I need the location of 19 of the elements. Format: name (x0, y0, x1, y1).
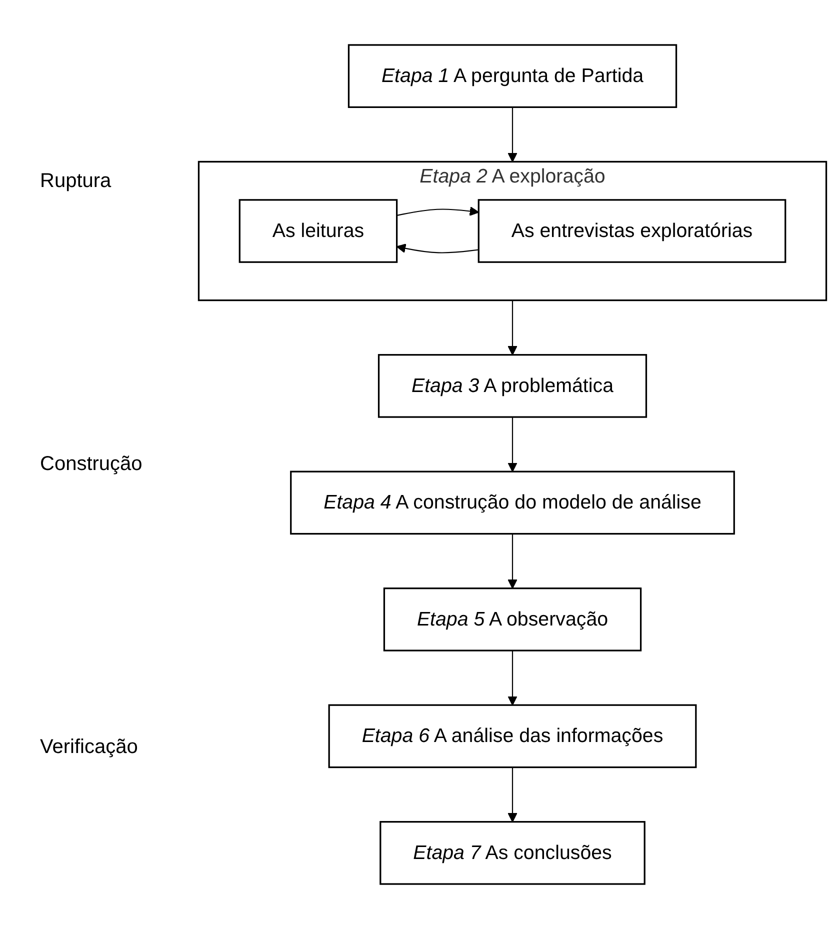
node-box: Etapa 7 As conclusões (380, 821, 646, 885)
node-box: Etapa 5 A observação (383, 588, 642, 652)
phase-label: Verificação (39, 736, 139, 759)
phase-label: Ruptura (39, 170, 112, 193)
phase-label: Construção (39, 453, 144, 476)
arrow (508, 300, 518, 356)
arrow (508, 650, 518, 706)
arrow (396, 244, 479, 254)
node-box: As entrevistas exploratórias (478, 199, 786, 263)
arrow (508, 534, 518, 589)
arrow (508, 767, 518, 822)
node-box: Etapa 3 A problemática (378, 354, 648, 418)
node-box: Etapa 6 A análise das informações (328, 704, 697, 768)
node-box: Etapa 4 A construção do modelo de análise (290, 470, 735, 535)
arrow (396, 206, 480, 216)
node-box: Etapa 1 A pergunta de Partida (348, 44, 678, 108)
arrow (508, 417, 518, 472)
arrow (508, 107, 518, 162)
node-box: As leituras (238, 199, 398, 263)
